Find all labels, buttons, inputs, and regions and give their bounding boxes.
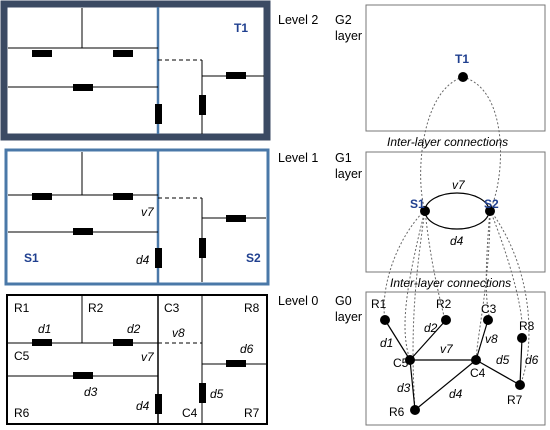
g1-label: G1 <box>335 151 352 165</box>
graph-node-label-c5: C5 <box>393 356 409 370</box>
graph-node-c3 <box>483 315 493 325</box>
graph-edge-label-v7: v7 <box>440 342 454 356</box>
door-label-d4: d4 <box>136 253 150 267</box>
interlayer-caption-lower: Inter-layer connections <box>390 276 511 290</box>
door-icon <box>113 339 133 346</box>
g2-layer-label: layer <box>335 29 362 43</box>
virtual-label-v7: v7 <box>141 205 155 219</box>
graph-node-r8 <box>517 333 527 343</box>
graph-edge-label-d2: d2 <box>424 321 438 335</box>
graph-node-r7 <box>515 380 525 390</box>
room-label-r1: R1 <box>14 301 30 315</box>
g1-layer-label: layer <box>335 167 362 181</box>
level2-frame <box>0 0 271 141</box>
g0-graph: R1 R2 C3 R8 C5 C4 R6 R7 d1 d2 v8 v7 d3 d… <box>371 297 539 419</box>
g1-graph-box <box>365 151 546 273</box>
level1-floorplan: v7 d4 S1 S2 <box>4 148 270 286</box>
door-icon <box>113 50 133 57</box>
graph-edge-label-d1: d1 <box>380 336 393 350</box>
graph-edge-label-d4: d4 <box>450 234 464 248</box>
door-icon <box>226 72 246 79</box>
door-icon <box>155 248 162 268</box>
room-label-r8: R8 <box>244 301 260 315</box>
graph-node-r6 <box>410 405 420 415</box>
g0-label: G0 <box>335 294 352 308</box>
graph-edge-label-v7: v7 <box>452 178 466 192</box>
virtual-label-v8: v8 <box>172 326 185 340</box>
level0-frame <box>6 294 268 425</box>
level1-label: Level 1 <box>278 151 318 165</box>
room-label-r7: R7 <box>244 406 260 420</box>
graph-node-label-s1: S1 <box>410 197 425 211</box>
door-icon <box>199 238 206 258</box>
door-icon <box>73 228 93 235</box>
graph-node-label-r8: R8 <box>519 319 535 333</box>
room-label-c4: C4 <box>182 406 198 420</box>
door-icon <box>73 84 93 91</box>
graph-edge-label-d6: d6 <box>525 353 539 367</box>
level0-floorplan: R1 R2 C3 R8 C5 R6 C4 R7 d1 d2 d3 d4 d5 d… <box>6 294 268 425</box>
door-icon <box>226 360 246 367</box>
graph-node-r1 <box>380 315 390 325</box>
graph-node-label-r6: R6 <box>389 405 405 419</box>
graph-edge-label-d4: d4 <box>449 387 463 401</box>
door-icon <box>32 193 52 200</box>
interlayer-connections-g2-g1 <box>420 76 501 211</box>
region-label-s1: S1 <box>24 251 39 265</box>
door-icon <box>226 215 246 222</box>
g2-graph: T1 <box>455 52 469 82</box>
door-label-d6: d6 <box>240 342 254 356</box>
door-icon <box>113 193 133 200</box>
door-icon <box>32 50 52 57</box>
level2-label: Level 2 <box>278 13 318 27</box>
graph-edge-loop <box>424 192 490 230</box>
graph-node-label-c3: C3 <box>481 302 497 316</box>
graph-node-label-r2: R2 <box>436 297 452 311</box>
graph-node-c5 <box>405 355 415 365</box>
door-icon <box>73 372 93 379</box>
graph-node-c4 <box>471 355 481 365</box>
graph-node-label-s2: S2 <box>484 197 499 211</box>
interlayer-caption-upper: Inter-layer connections <box>387 135 508 149</box>
g0-graph-box <box>365 291 546 426</box>
graph-node-s1 <box>420 206 430 216</box>
g1-graph: S1 S2 v7 d4 <box>410 178 499 248</box>
room-label-c5: C5 <box>14 349 30 363</box>
graph-node-label-r7: R7 <box>507 393 523 407</box>
door-label-d5: d5 <box>210 387 224 401</box>
door-label-d2: d2 <box>127 322 141 336</box>
room-label-c3: C3 <box>164 301 180 315</box>
door-label-d3: d3 <box>84 385 98 399</box>
room-label-r2: R2 <box>88 301 104 315</box>
g0-layer-label: layer <box>335 310 362 324</box>
region-label-s2: S2 <box>246 251 261 265</box>
interlayer-connections-g1-g0 <box>383 209 530 411</box>
virtual-label-v7: v7 <box>141 350 155 364</box>
graph-node-s2 <box>485 206 495 216</box>
g2-label: G2 <box>335 13 352 27</box>
graph-node-label-r1: R1 <box>371 297 387 311</box>
graph-node-r2 <box>441 315 451 325</box>
graph-edge-label-v8: v8 <box>485 332 498 346</box>
door-icon <box>199 95 206 115</box>
door-icon <box>32 339 52 346</box>
level0-label: Level 0 <box>278 294 318 308</box>
graph-edge-label-d3: d3 <box>397 381 411 395</box>
level1-frame <box>4 148 270 286</box>
graph-node-label-c4: C4 <box>470 366 486 380</box>
graph-node-t1 <box>458 72 468 82</box>
door-icon <box>155 394 162 414</box>
door-icon <box>199 383 206 403</box>
graph-node-label-t1: T1 <box>455 52 469 66</box>
g2-graph-box <box>365 4 546 132</box>
level2-floorplan: T1 <box>0 0 271 141</box>
graph-edge-label-d5: d5 <box>496 353 510 367</box>
region-label-t1: T1 <box>234 21 248 35</box>
door-icon <box>155 104 162 124</box>
door-label-d4: d4 <box>136 399 150 413</box>
door-label-d1: d1 <box>38 322 51 336</box>
room-label-r6: R6 <box>14 406 30 420</box>
